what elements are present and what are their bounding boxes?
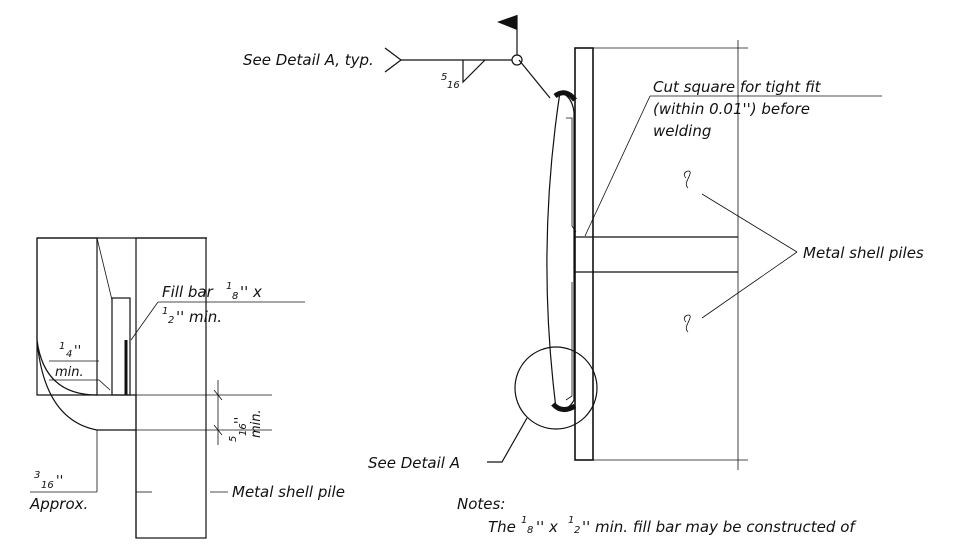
pile-wall-upper [574, 47, 594, 461]
cut-square-line3: welding [653, 122, 711, 140]
five16-unit: '' [233, 417, 248, 424]
piles-leader-upper [701, 193, 798, 253]
quarter-den: 4 [66, 349, 72, 360]
fill-bar-post2: '' min. [176, 308, 222, 326]
metal-shell-pile-label: Metal shell pile [232, 483, 345, 501]
weld-tail-icon [384, 47, 402, 73]
fill-bar-den1: 8 [232, 291, 238, 302]
five16-min-label: min. [249, 409, 264, 438]
weld-bead-top [553, 90, 577, 102]
fill-bar-leader [130, 301, 159, 341]
fill-bar-num1: 1 [226, 281, 232, 292]
notes-post: '' min. fill bar may be constructed of [582, 518, 857, 536]
notes-den1: 8 [527, 525, 533, 536]
fill-bar-line1: Fill bar [162, 283, 214, 301]
fill-bar-den2: 2 [168, 315, 174, 326]
quarter-num: 1 [59, 341, 65, 352]
approx-label: Approx. [29, 495, 88, 513]
fill-bar-profile [546, 91, 575, 410]
fill-bar-num2: 1 [162, 306, 168, 317]
weld-bead-bottom [551, 402, 577, 412]
five16-den: 16 [238, 423, 249, 436]
notes-den2: 2 [574, 525, 580, 536]
see-detail-a-typ-label: See Detail A, typ. [243, 51, 374, 69]
break-mark-upper [683, 170, 691, 189]
weld-all-around-icon [511, 54, 523, 66]
three16-unit: '' [56, 474, 63, 489]
cut-square-line1: Cut square for tight fit [653, 78, 822, 96]
fillet-weld-icon [462, 59, 486, 84]
section-detail: 1 4 '' min. Fill bar 1 8 '' x 1 2 '' min… [29, 237, 345, 539]
weld-crosshatch [36, 339, 137, 431]
notes-num2: 1 [568, 515, 574, 526]
notes-pre: The [488, 518, 516, 536]
weld-size-den: 16 [447, 80, 460, 91]
cut-square-leader [584, 95, 651, 237]
field-weld-flag-icon [497, 15, 517, 30]
notes-num1: 1 [521, 515, 527, 526]
notes-mid: '' x [536, 518, 558, 536]
fill-bar-post1: '' x [240, 283, 262, 301]
three16-num: 3 [34, 470, 40, 481]
detail-a-circle [514, 346, 598, 430]
three16-den: 16 [41, 480, 54, 491]
detail-a-leader [487, 417, 528, 463]
see-detail-a-label: See Detail A [368, 454, 460, 472]
weld-arrow-leader [518, 59, 551, 99]
cut-square-line2: (within 0.01'') before [653, 100, 810, 118]
elevation-detail: See Detail A See Detail A, typ. 5 16 Cut… [243, 15, 924, 472]
metal-shell-piles-label: Metal shell piles [803, 244, 924, 262]
quarter-min-label: min. [55, 365, 84, 380]
notes: Notes: The 1 8 '' x 1 2 '' min. fill bar… [457, 495, 857, 536]
break-mark-lower [683, 314, 691, 333]
quarter-unit: '' [74, 344, 81, 359]
piles-leader-lower [701, 251, 798, 319]
notes-heading: Notes: [457, 495, 505, 513]
right-pile-wall [135, 237, 207, 539]
weld-size-num: 5 [441, 72, 447, 83]
five16-num: 5 [228, 436, 239, 442]
